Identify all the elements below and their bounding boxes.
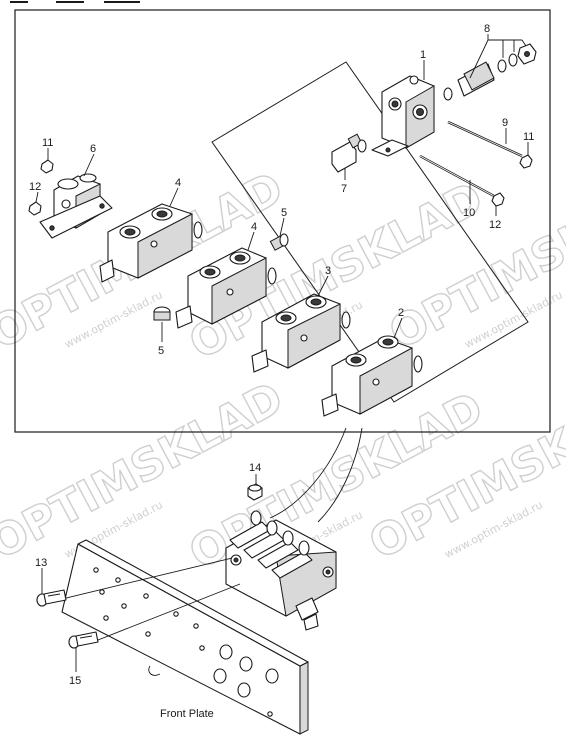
nut-part-12-right bbox=[491, 192, 505, 207]
bolt-part-13 bbox=[36, 589, 67, 607]
callout-15: 15 bbox=[69, 675, 81, 687]
callout-6: 6 bbox=[90, 143, 96, 155]
plug-part-5-upper bbox=[269, 233, 289, 251]
valve-section-part-2 bbox=[321, 335, 423, 417]
nut-part-14 bbox=[247, 483, 263, 501]
tie-rod-part-10 bbox=[419, 154, 495, 198]
assembled-valve-bank bbox=[225, 510, 337, 631]
callout-11-right: 11 bbox=[523, 131, 534, 143]
front-plate-label: Front Plate bbox=[160, 708, 214, 720]
valve-section-part-4-middle bbox=[175, 247, 277, 329]
callout-12-left: 12 bbox=[29, 181, 41, 193]
inlet-cover-part-1 bbox=[371, 75, 435, 157]
leader-lines bbox=[35, 34, 529, 672]
callout-numbers: 1 8 9 11 10 12 7 11 6 12 4 4 5 5 3 2 14 … bbox=[29, 23, 534, 687]
nut-part-11-left bbox=[40, 159, 54, 174]
relief-valve-part-8 bbox=[443, 43, 537, 101]
callout-8: 8 bbox=[484, 23, 490, 35]
assembly-leader-curve-2 bbox=[269, 427, 347, 519]
callout-11-left: 11 bbox=[42, 137, 53, 149]
callout-2: 2 bbox=[398, 307, 404, 319]
nut-part-11-upper bbox=[519, 154, 533, 169]
plug-part-5-lower bbox=[153, 306, 171, 321]
callout-12-right: 12 bbox=[489, 219, 501, 231]
callout-3: 3 bbox=[325, 265, 331, 277]
tie-rod-part-9 bbox=[447, 120, 523, 158]
callout-4-upper: 4 bbox=[175, 177, 181, 189]
nut-part-12-left bbox=[28, 201, 42, 216]
assembly-leader-curve bbox=[317, 427, 363, 523]
callout-13: 13 bbox=[35, 557, 47, 569]
valve-section-part-4-upper bbox=[99, 203, 203, 283]
callout-9: 9 bbox=[502, 117, 508, 129]
bolt-part-15 bbox=[68, 631, 99, 649]
callout-7: 7 bbox=[341, 183, 347, 195]
callout-1: 1 bbox=[420, 49, 426, 61]
valve-section-part-3 bbox=[251, 293, 351, 373]
end-cover-part-6 bbox=[39, 173, 113, 239]
detail-frame bbox=[14, 9, 551, 433]
callout-14: 14 bbox=[249, 462, 261, 474]
callout-4-middle: 4 bbox=[251, 221, 257, 233]
callout-5-upper: 5 bbox=[281, 207, 287, 219]
fitting-part-7 bbox=[331, 133, 367, 173]
callout-10: 10 bbox=[463, 207, 475, 219]
callout-5-lower: 5 bbox=[158, 345, 164, 357]
